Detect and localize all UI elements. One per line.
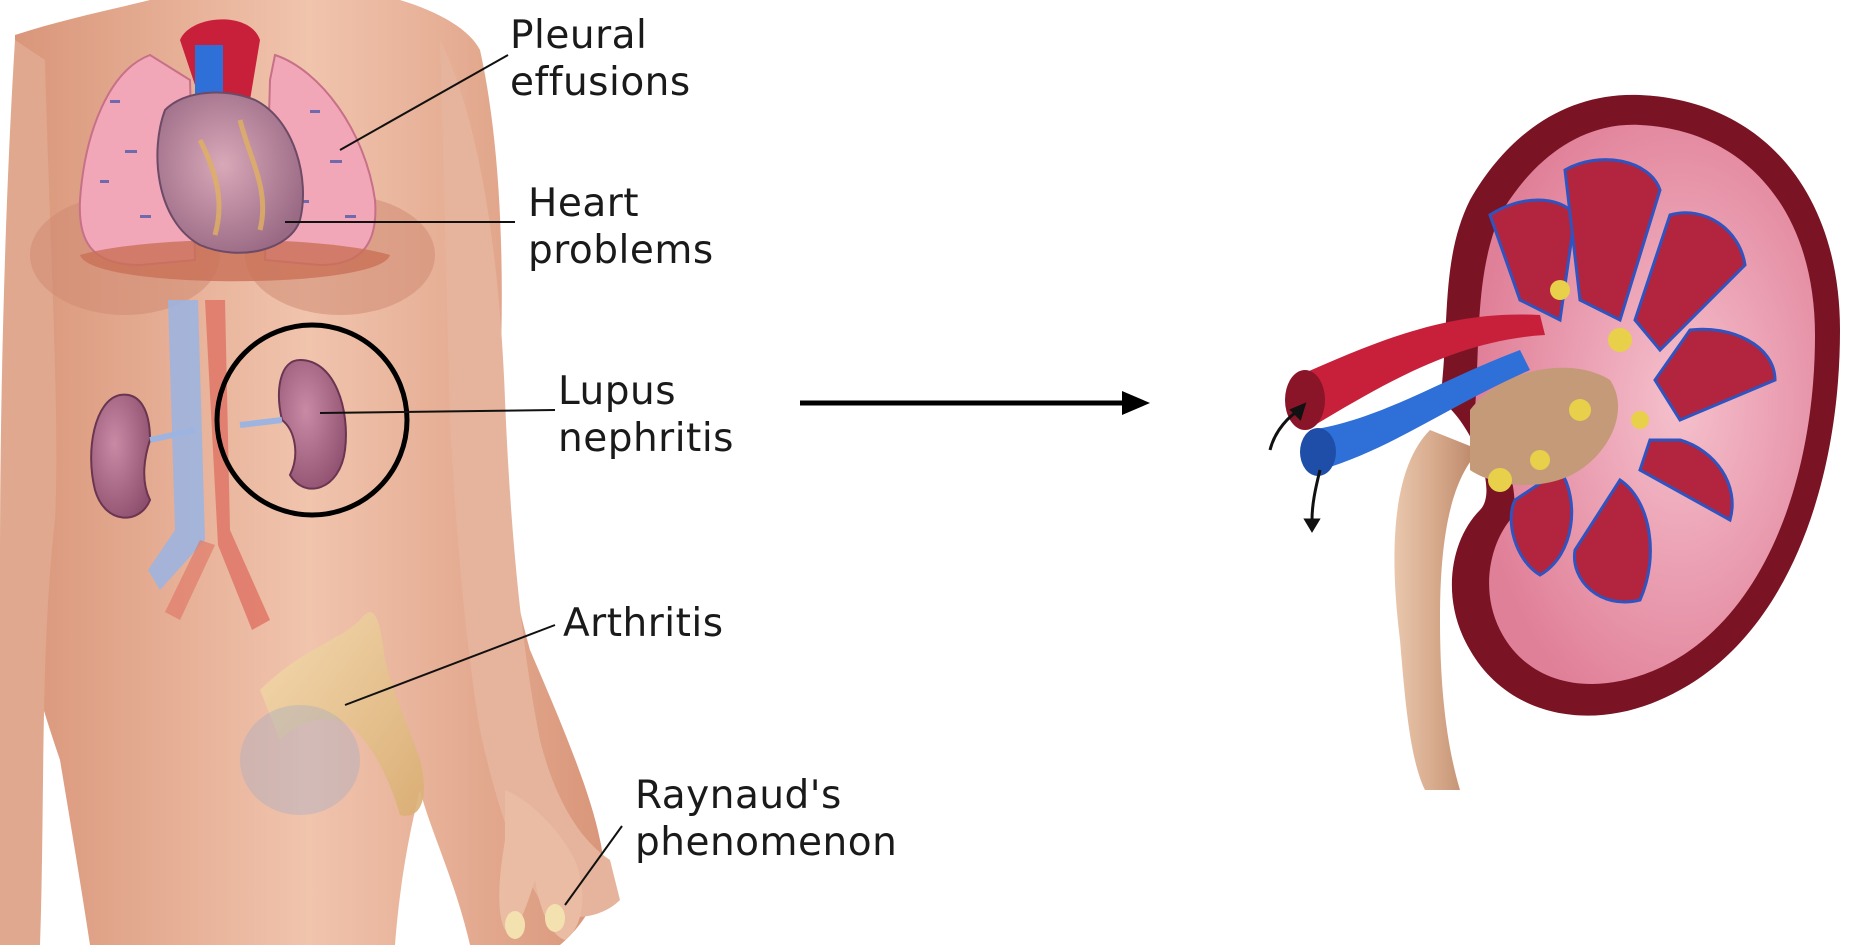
pleural-effusions-label: Pleural effusions (510, 12, 691, 106)
vein-opening (1300, 428, 1336, 476)
label-line: nephritis (558, 415, 734, 462)
label-line: problems (528, 227, 714, 274)
artery-opening (1285, 370, 1325, 430)
heart-problems-label: Heart problems (528, 180, 714, 274)
label-line: phenomenon (635, 819, 897, 866)
label-line: effusions (510, 59, 691, 106)
label-line: Lupus (558, 368, 734, 415)
arthritis-label: Arthritis (563, 600, 724, 647)
lupus-nephritis-label: Lupus nephritis (558, 368, 734, 462)
label-line: Pleural (510, 12, 691, 59)
raynauds-phenomenon-label: Raynaud's phenomenon (635, 772, 897, 866)
label-line: Arthritis (563, 600, 724, 647)
label-line: Raynaud's (635, 772, 897, 819)
label-line: Heart (528, 180, 714, 227)
